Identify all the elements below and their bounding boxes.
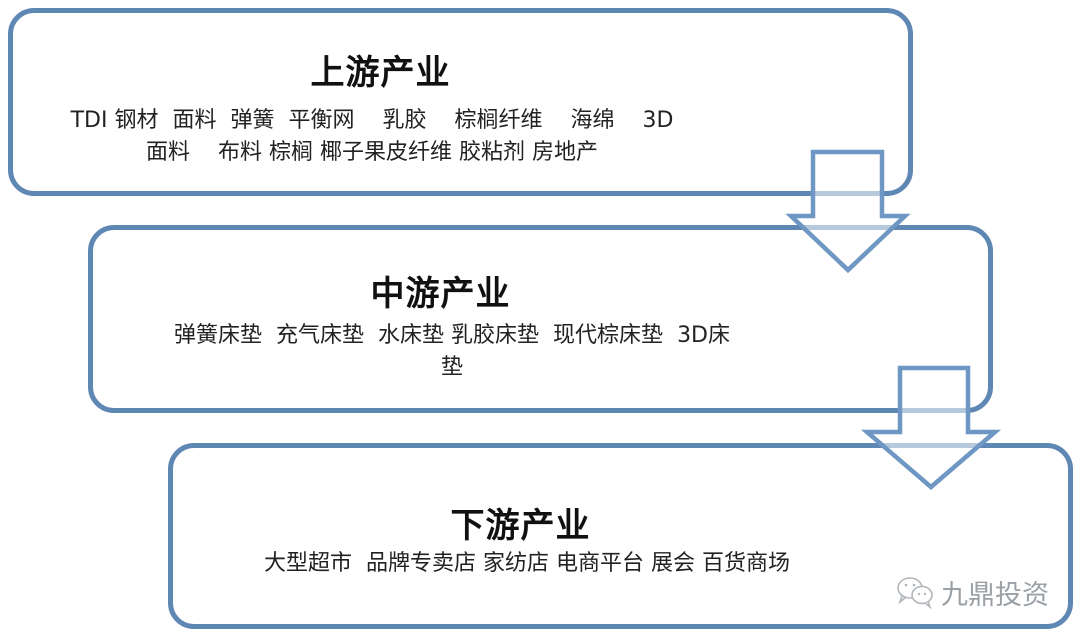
upstream-items-line2: 面料 布料 棕榈 椰子果皮纤维 胶粘剂 房地产 [27,137,717,169]
item-real-estate: 房地产 [532,140,599,165]
item-ecommerce: 电商平台 [556,551,645,576]
item-spring-mattress: 弹簧床垫 [173,323,262,348]
item-supermarket: 大型超市 [263,551,352,576]
item-palm-fiber: 棕榈纤维 [454,108,543,133]
item-air-mattress: 充气床垫 [276,323,365,348]
item-3d-mattress: 3D床 [677,323,731,348]
item-department-store: 百货商场 [702,551,791,576]
wechat-icon [895,575,935,609]
item-steel: 钢材 [114,108,159,133]
downstream-items: 大型超市 品牌专卖店 家纺店 电商平台 展会 百货商场 [187,548,867,580]
item-brand-store: 品牌专卖店 [365,551,476,576]
item-coconut-fiber: 椰子果皮纤维 [319,140,452,165]
item-spring: 弹簧 [230,108,275,133]
item-tdi: TDI [70,108,108,133]
upstream-title: 上游产业 [310,53,451,93]
upstream-items: TDI 钢材 面料 弹簧 平衡网 乳胶 棕榈纤维 海绵 3D 面料 布料 棕榈 … [27,105,717,169]
item-palm: 棕榈 [268,140,313,165]
item-water-mattress: 水床垫 [378,323,445,348]
midstream-title: 中游产业 [370,274,511,314]
item-home-textile-store: 家纺店 [482,551,549,576]
upstream-box: 上游产业 TDI 钢材 面料 弹簧 平衡网 乳胶 棕榈纤维 海绵 3D 面料 布… [8,8,913,196]
item-latex: 乳胶 [382,108,427,133]
downstream-items-line1: 大型超市 品牌专卖店 家纺店 电商平台 展会 百货商场 [187,548,867,580]
item-adhesive: 胶粘剂 [459,140,526,165]
midstream-items-line2: 垫 [107,352,797,384]
midstream-items-line1: 弹簧床垫 充气床垫 水床垫 乳胶床垫 现代棕床垫 3D床 [107,320,797,352]
item-sponge: 海绵 [570,108,615,133]
item-3d: 3D [642,108,674,133]
upstream-items-line1: TDI 钢材 面料 弹簧 平衡网 乳胶 棕榈纤维 海绵 3D [27,105,717,137]
watermark: 九鼎投资 [895,572,1049,612]
downstream-title: 下游产业 [450,506,591,546]
item-balance-net: 平衡网 [288,108,355,133]
item-latex-mattress: 乳胶床垫 [451,323,540,348]
item-cloth: 布料 [217,140,262,165]
item-fabric: 面料 [172,108,217,133]
item-palm-mattress: 现代棕床垫 [553,323,664,348]
item-exhibition: 展会 [651,551,696,576]
item-3d-fabric: 面料 [145,140,190,165]
midstream-items: 弹簧床垫 充气床垫 水床垫 乳胶床垫 现代棕床垫 3D床 垫 [107,320,797,384]
watermark-text: 九鼎投资 [941,579,1049,611]
item-3d-mattress-wrap: 垫 [440,355,463,380]
midstream-box: 中游产业 弹簧床垫 充气床垫 水床垫 乳胶床垫 现代棕床垫 3D床 垫 [88,225,993,413]
